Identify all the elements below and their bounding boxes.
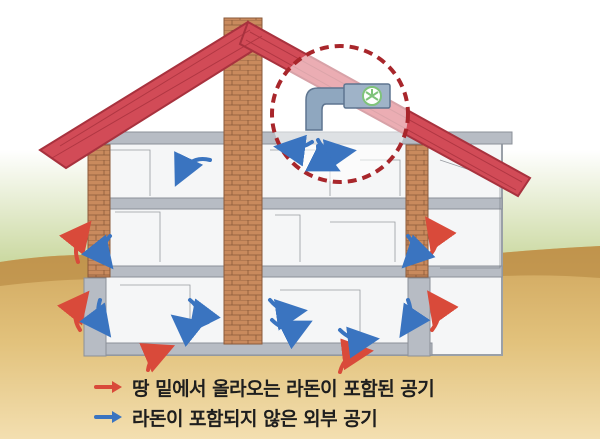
outdoor-arrow-11: [268, 298, 308, 331]
blue-arrow-icon: [94, 411, 122, 423]
outdoor-arrow-7: [79, 298, 112, 338]
outdoor-arrow-4: [304, 142, 341, 172]
outdoor-arrow-13: [338, 326, 380, 359]
legend-item-outdoor-air: 라돈이 포함되지 않은 외부 공기: [94, 402, 514, 432]
outdoor-arrow-8: [399, 298, 431, 338]
radon-arrow-1: [59, 220, 92, 264]
legend-item-radon-air: 땅 밑에서 올라오는 라돈이 포함된 공기: [94, 372, 514, 402]
legend: 땅 밑에서 올라오는 라돈이 포함된 공기 라돈이 포함되지 않은 외부 공기: [94, 372, 514, 432]
outdoor-arrow-12: [270, 318, 313, 350]
ventilation-highlight-circle: [270, 44, 410, 184]
legend-label-radon-air: 땅 밑에서 올라오는 라돈이 포함된 공기: [132, 377, 435, 400]
outdoor-arrow-1: [174, 151, 212, 187]
basement-wall-left: [83, 277, 107, 357]
outdoor-arrow-10: [170, 314, 210, 347]
chimney: [223, 17, 263, 345]
fan-blades: [365, 89, 379, 101]
outdoor-arrow-5: [81, 234, 114, 270]
radon-arrow-6: [427, 290, 459, 332]
legend-label-outdoor-air: 라돈이 포함되지 않은 외부 공기: [132, 407, 378, 430]
basement-floor-slab: [91, 342, 433, 356]
brick-pillar-right: [405, 144, 429, 278]
radon-arrow-3: [139, 343, 176, 373]
outdoor-arrow-6: [401, 234, 436, 269]
red-arrow-icon: [94, 381, 122, 393]
outdoor-air-arrows: [79, 134, 436, 359]
first-floor-slab: [91, 197, 503, 210]
brick-pillar-left: [87, 144, 111, 278]
